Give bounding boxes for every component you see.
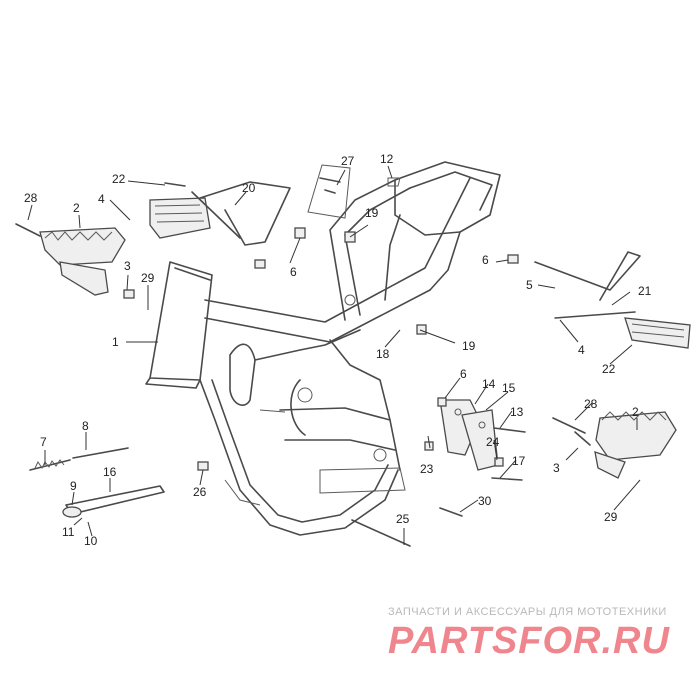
callout-16: 16 bbox=[103, 465, 117, 479]
callout-25: 25 bbox=[396, 512, 410, 526]
callout-5: 5 bbox=[526, 278, 533, 292]
callout-19: 19 bbox=[462, 339, 476, 353]
callout-27: 27 bbox=[341, 154, 355, 168]
callout-6: 6 bbox=[290, 265, 297, 279]
callout-8: 8 bbox=[82, 419, 89, 433]
callout-28: 28 bbox=[584, 397, 598, 411]
callout-labels: 1 2 2 3 3 4 4 5 6 6 6 7 8 9 10 11 12 13 … bbox=[24, 152, 652, 548]
callout-19: 19 bbox=[365, 206, 379, 220]
callout-3: 3 bbox=[553, 461, 560, 475]
callout-1: 1 bbox=[112, 335, 119, 349]
callout-4: 4 bbox=[578, 343, 585, 357]
callout-6: 6 bbox=[482, 253, 489, 267]
callout-12: 12 bbox=[380, 152, 394, 166]
callout-14: 14 bbox=[482, 377, 496, 391]
main-frame bbox=[145, 161, 501, 536]
callout-15: 15 bbox=[502, 381, 516, 395]
callout-20: 20 bbox=[242, 181, 256, 195]
callout-21: 21 bbox=[638, 284, 652, 298]
callout-4: 4 bbox=[98, 192, 105, 206]
leader-lines bbox=[27, 165, 641, 545]
callout-24: 24 bbox=[486, 435, 500, 449]
callout-11: 11 bbox=[62, 525, 75, 539]
left-footpeg bbox=[15, 223, 126, 296]
callout-13: 13 bbox=[510, 405, 524, 419]
callout-2: 2 bbox=[73, 201, 80, 215]
callout-2: 2 bbox=[632, 405, 639, 419]
callout-26: 26 bbox=[193, 485, 207, 499]
callout-30: 30 bbox=[478, 494, 492, 508]
callout-22: 22 bbox=[112, 172, 126, 186]
watermark-logo: PARTSFOR.RU bbox=[388, 620, 670, 662]
callout-29: 29 bbox=[141, 271, 155, 285]
callout-28: 28 bbox=[24, 191, 38, 205]
left-footpeg-bracket bbox=[149, 181, 291, 246]
side-stand bbox=[62, 485, 165, 518]
callout-22: 22 bbox=[602, 362, 616, 376]
callout-29: 29 bbox=[604, 510, 618, 524]
callout-23: 23 bbox=[420, 462, 434, 476]
right-footpeg bbox=[552, 411, 677, 479]
callout-9: 9 bbox=[70, 479, 77, 493]
callout-17: 17 bbox=[512, 454, 526, 468]
spring-rods bbox=[29, 447, 129, 471]
right-footpeg-bracket bbox=[534, 251, 691, 349]
callout-10: 10 bbox=[84, 534, 98, 548]
callout-3: 3 bbox=[124, 259, 131, 273]
callout-18: 18 bbox=[376, 347, 390, 361]
label-sticker bbox=[307, 164, 401, 219]
callout-7: 7 bbox=[40, 435, 47, 449]
callout-6: 6 bbox=[460, 367, 467, 381]
watermark-tagline: ЗАПЧАСТИ И АКСЕССУАРЫ ДЛЯ МОТОТЕХНИКИ bbox=[388, 606, 667, 618]
